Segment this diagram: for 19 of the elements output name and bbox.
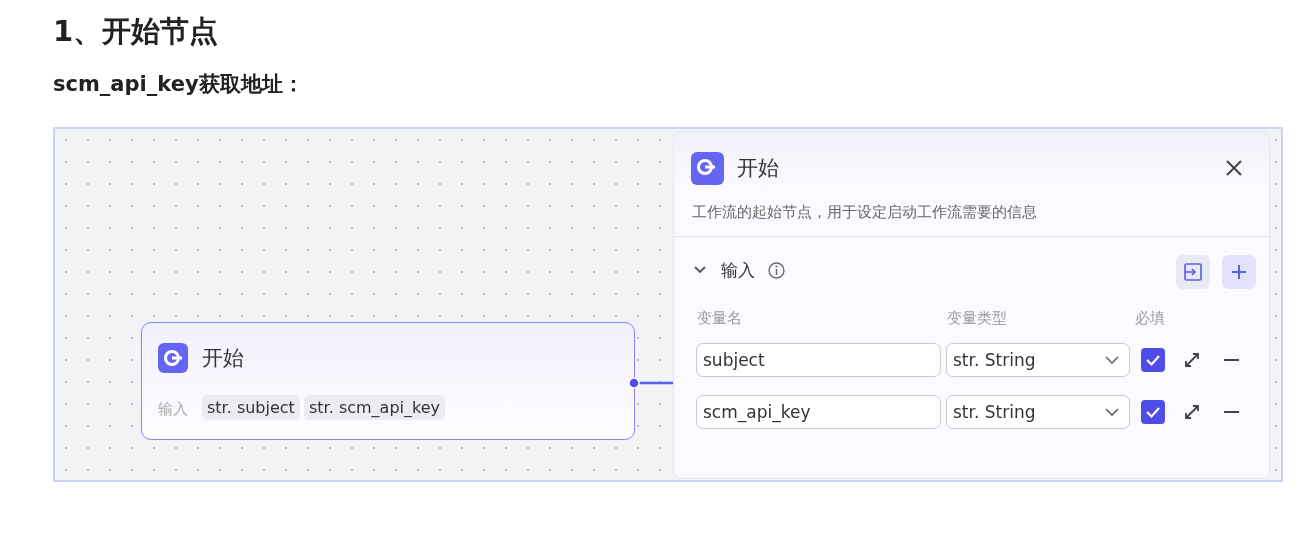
panel-description: 工作流的起始节点，用于设定启动工作流需要的信息 — [692, 203, 1037, 222]
variable-tag: str. subject — [202, 395, 300, 420]
url-caption: scm_api_key获取地址： — [53, 71, 304, 98]
page-title: 1、开始节点 — [53, 13, 219, 50]
column-header: 变量名 — [697, 309, 742, 328]
column-header: 必填 — [1135, 309, 1165, 328]
text-field: subject — [696, 343, 941, 377]
start-node-card — [141, 322, 635, 440]
text-field: scm_api_key — [696, 395, 941, 429]
variable-tag: str. scm_api_key — [304, 395, 446, 420]
settings-panel — [673, 131, 1270, 479]
type-dropdown: str. String — [946, 343, 1130, 377]
node-title: 开始 — [202, 345, 244, 372]
column-header: 变量类型 — [947, 309, 1007, 328]
section-title: 输入 — [721, 259, 755, 282]
type-dropdown: str. String — [946, 395, 1130, 429]
connector-line — [628, 377, 673, 389]
input-label: 输入 — [158, 400, 188, 419]
panel-title: 开始 — [737, 155, 779, 182]
